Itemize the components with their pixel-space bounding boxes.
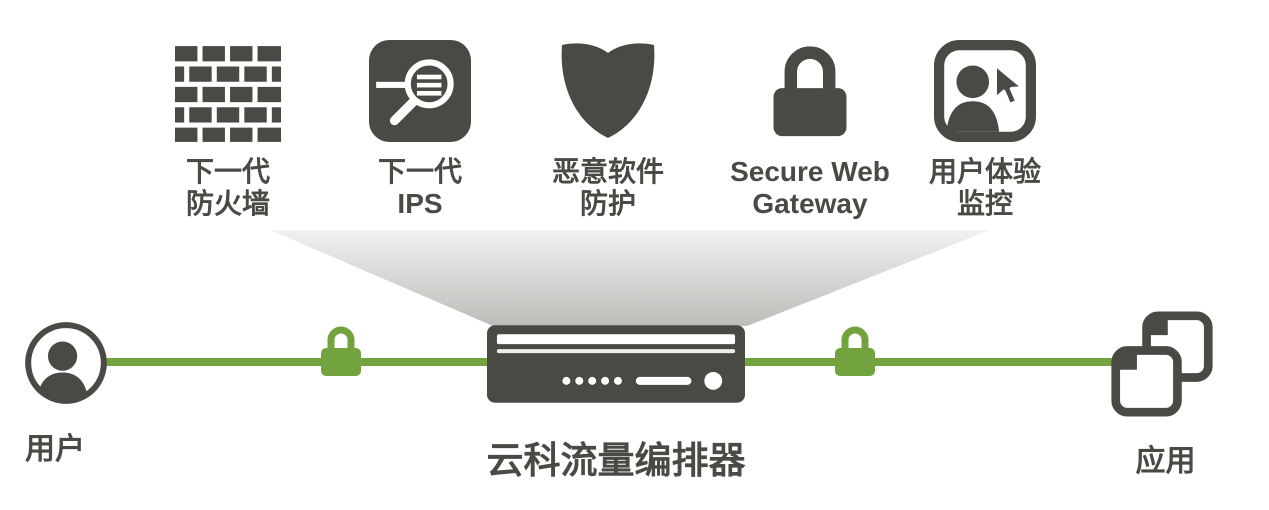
- ips-inspection-icon: [310, 26, 530, 142]
- firewall-icon: [118, 26, 338, 142]
- funnel-shape: [270, 230, 990, 326]
- service-swg: Secure Web Gateway: [700, 26, 920, 220]
- service-label-malware: 恶意软件 防护: [551, 156, 664, 220]
- orchestrator-label: 云科流量编排器: [486, 440, 746, 481]
- shield-icon: [498, 26, 718, 142]
- service-label-ngfw: 下一代 防火墙: [185, 156, 270, 220]
- encryption-lock-right-icon: [830, 324, 880, 378]
- orchestrator-appliance-icon: [487, 325, 745, 403]
- user-icon: [23, 320, 109, 406]
- service-ngfw: 下一代 防火墙: [118, 26, 338, 220]
- app-label: 应用: [1135, 445, 1196, 478]
- service-label-swg: Secure Web Gateway: [730, 156, 890, 220]
- service-ngips: 下一代 IPS: [310, 26, 530, 220]
- service-label-uxm: 用户体验 监控: [928, 156, 1041, 220]
- service-malware: 恶意软件 防护: [498, 26, 718, 220]
- service-label-ngips: 下一代 IPS: [377, 156, 462, 220]
- lock-icon: [700, 26, 920, 142]
- user-experience-icon: [875, 26, 1095, 142]
- encryption-lock-left-icon: [316, 324, 366, 378]
- applications-icon: [1108, 310, 1216, 418]
- service-uxm: 用户体验 监控: [875, 26, 1095, 220]
- user-label: 用户: [25, 433, 85, 466]
